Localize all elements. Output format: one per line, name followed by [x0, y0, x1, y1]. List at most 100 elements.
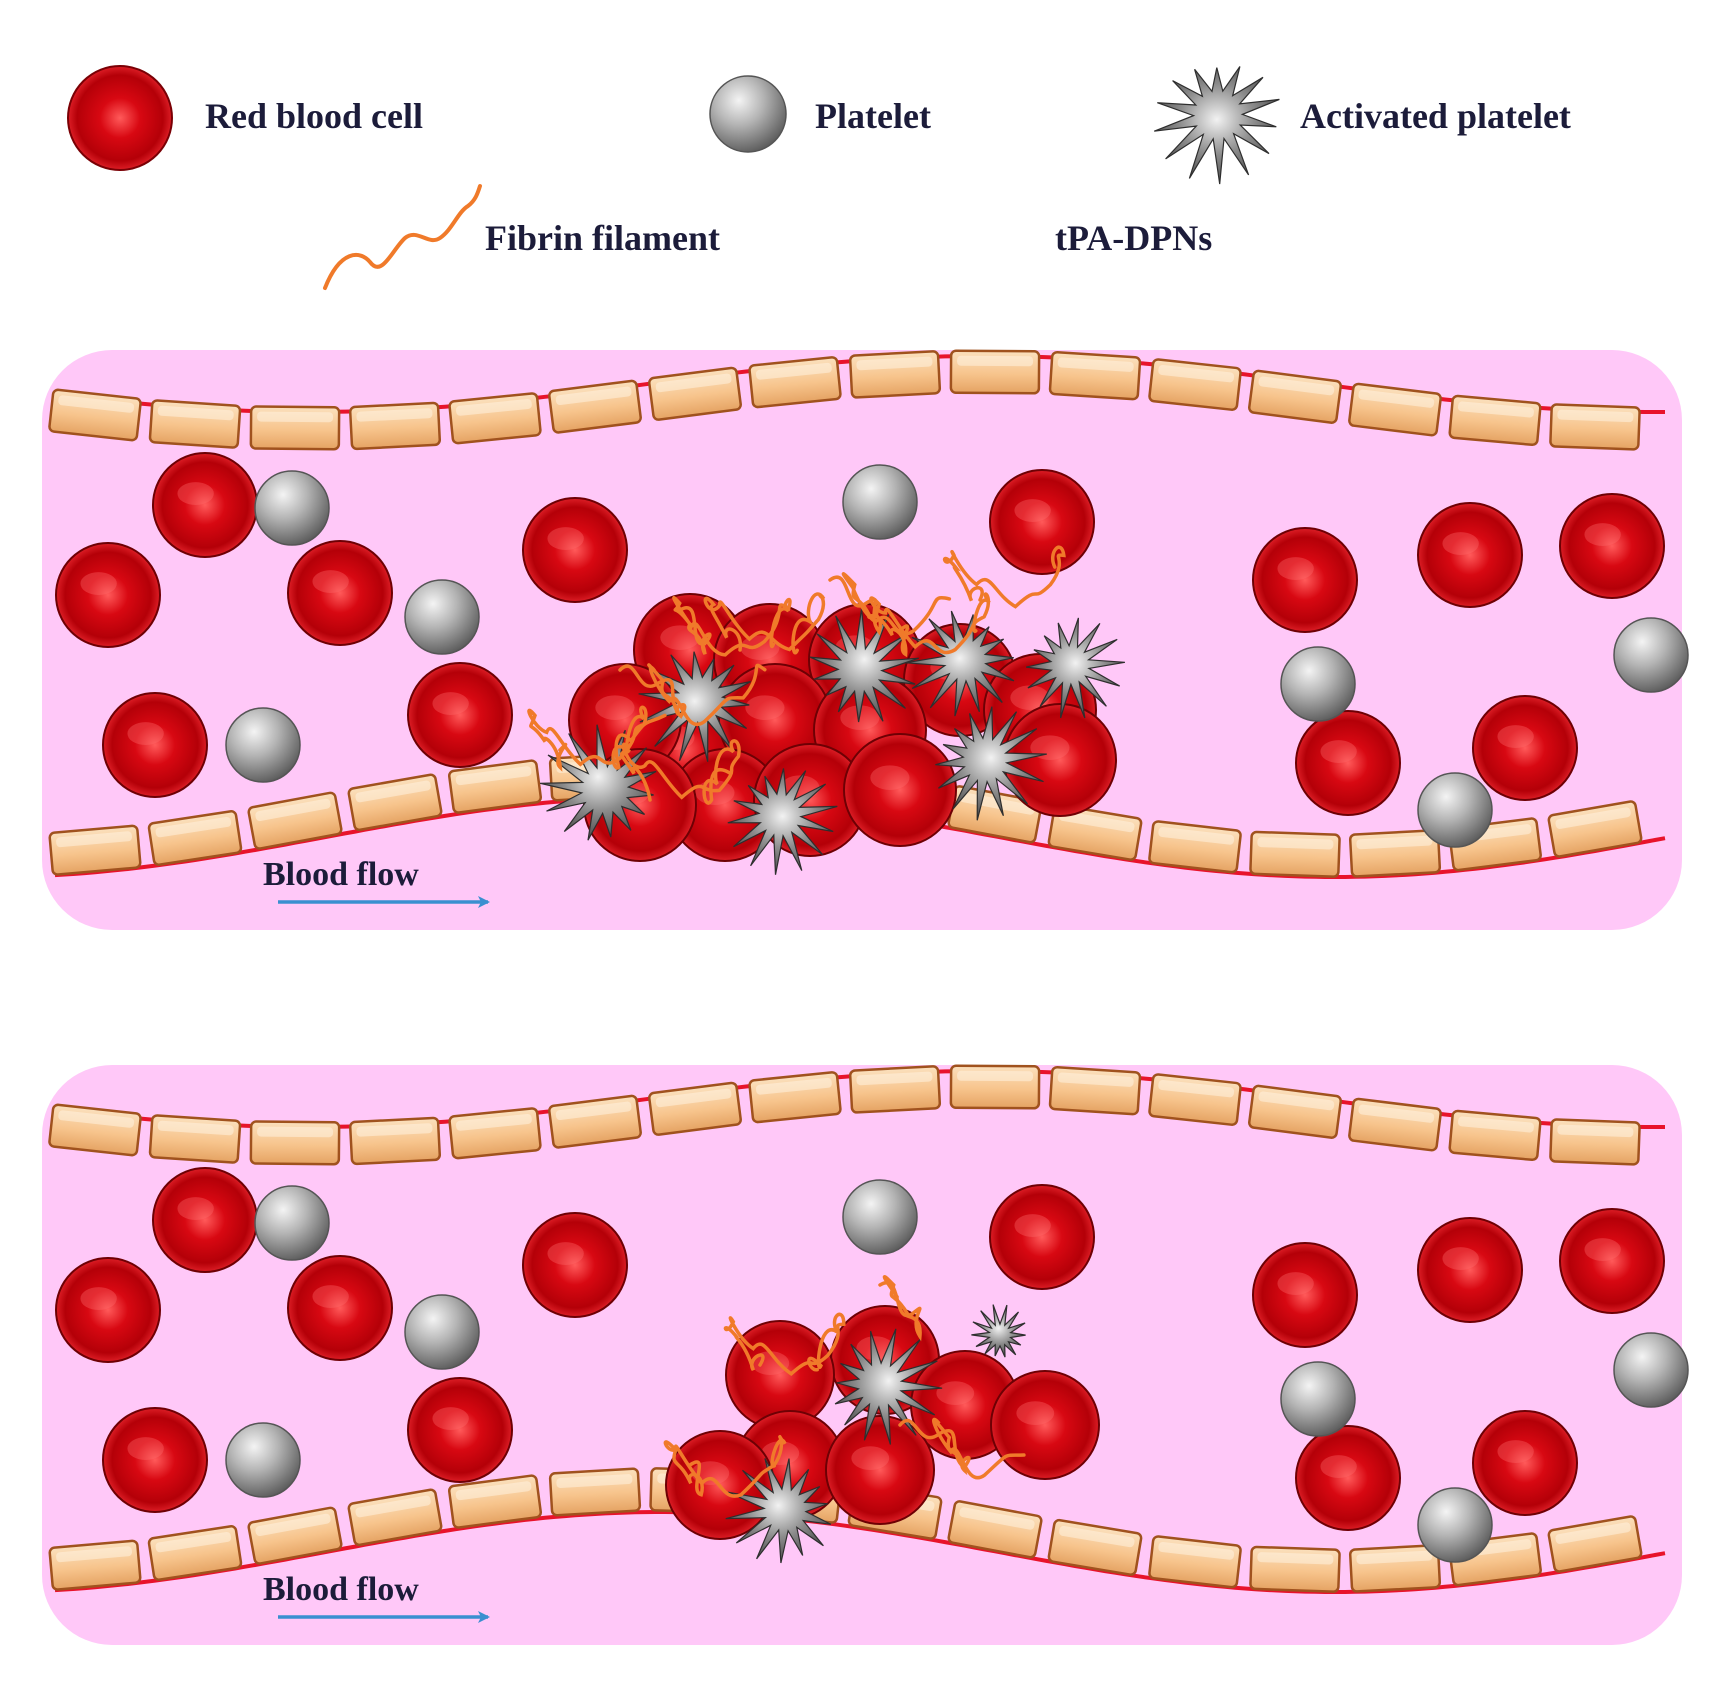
activated-platelet: [834, 1328, 943, 1445]
fibrin-filament: [869, 592, 991, 658]
endothelial-cell: [48, 1103, 142, 1157]
endothelial-cell: [447, 759, 543, 814]
platelet: [1280, 646, 1356, 722]
endothelial-cell: [1547, 1515, 1643, 1573]
activated-platelet: [539, 724, 657, 841]
endothelial-cell: [648, 1081, 742, 1136]
thrombus: [527, 545, 1126, 875]
red-blood-cell-icon: [67, 65, 173, 171]
fibrin-filament: [703, 592, 826, 655]
endothelial-cell: [48, 824, 142, 876]
endothelial-cell: [1248, 1084, 1342, 1139]
endothelial-cell: [1148, 820, 1242, 874]
endothelial-cell: [148, 399, 242, 449]
vessel-wall-top: [48, 1064, 1665, 1166]
activated-platelet: [905, 610, 1015, 717]
red-blood-cell: [55, 1257, 161, 1363]
endothelial-cell: [949, 349, 1041, 395]
fibrin-filament: [619, 739, 741, 805]
activated-platelet-icon: [1153, 66, 1280, 185]
legend-red-blood-cell-label: Red blood cell: [205, 96, 423, 136]
red-blood-cell: [152, 452, 258, 558]
platelet: [1613, 617, 1689, 693]
legend-activated-platelet-label: Activated platelet: [1300, 96, 1571, 136]
red-blood-cell: [55, 542, 161, 648]
endothelial-cell: [1348, 829, 1442, 878]
activated-platelet: [809, 608, 919, 723]
legend-fibrin-filament-label: Fibrin filament: [485, 218, 720, 258]
blood-flow-indicator: Blood flow: [263, 1571, 490, 1623]
endothelial-cell: [1547, 800, 1643, 858]
endothelial-cell: [1047, 1518, 1143, 1576]
endothelial-cell: [247, 1506, 343, 1565]
endothelial-cell: [1348, 1544, 1442, 1593]
red-blood-cell: [1559, 493, 1665, 599]
red-blood-cell: [1295, 710, 1401, 816]
red-blood-cell: [1295, 1425, 1401, 1531]
red-blood-cell: [152, 1167, 258, 1273]
platelet: [254, 470, 330, 546]
endothelial-cell: [347, 1488, 443, 1547]
platelet: [404, 579, 480, 655]
platelet-icon: [709, 75, 787, 153]
endothelial-cell: [1148, 1535, 1242, 1589]
endothelial-cell: [1549, 403, 1641, 451]
red-blood-cell: [1472, 695, 1578, 801]
legend-tpa-dpns: tPA-DPNs: [1055, 218, 1212, 258]
activated-platelet: [1153, 66, 1280, 185]
endothelial-cell: [1549, 1118, 1641, 1166]
endothelial-cell: [1348, 1097, 1442, 1152]
endothelial-cell: [848, 1065, 942, 1114]
legend-tpa-dpns-label: tPA-DPNs: [1055, 218, 1212, 258]
blood-cells: [55, 452, 1689, 848]
endothelial-cell: [1448, 394, 1542, 447]
red-blood-cell: [522, 1212, 628, 1318]
legend-platelet-label: Platelet: [815, 96, 931, 136]
endothelial-cell: [348, 401, 442, 451]
endothelial-cell: [1448, 1109, 1542, 1162]
red-blood-cell: [989, 1184, 1095, 1290]
activated-platelet: [971, 1304, 1026, 1358]
platelet: [404, 1294, 480, 1370]
red-blood-cell: [990, 1370, 1100, 1480]
endothelial-cell: [548, 379, 642, 434]
red-blood-cell: [1559, 1208, 1665, 1314]
red-blood-cell: [989, 469, 1095, 575]
vessel-wall-top: [48, 349, 1665, 451]
endothelial-cell: [1249, 830, 1341, 878]
endothelial-cell: [348, 1116, 442, 1166]
fibrin-filament: [942, 545, 1066, 609]
vessel-panel-after: Blood flow: [42, 1064, 1689, 1645]
fibrin-filament: [663, 1435, 787, 1498]
blood-cells: [55, 1167, 1689, 1563]
endothelial-cell: [347, 773, 443, 832]
endothelial-cell: [648, 366, 742, 421]
endothelial-cell: [448, 1107, 542, 1160]
fibrin-filament: [527, 705, 667, 772]
red-blood-cell: [287, 1255, 393, 1361]
fibrin-filament-icon: [323, 184, 482, 290]
endothelial-cell: [249, 1120, 341, 1166]
legend-red-blood-cell: Red blood cell: [67, 65, 423, 171]
fibrin-filament: [723, 1312, 846, 1377]
endothelial-cell: [548, 1467, 642, 1517]
fibrin-filament: [898, 1417, 1026, 1480]
platelet: [1280, 1361, 1356, 1437]
endothelial-cell: [147, 810, 243, 866]
endothelial-cell: [1249, 1545, 1341, 1593]
fibrin-filament: [618, 663, 767, 726]
red-blood-cell: [1252, 1242, 1358, 1348]
endothelial-cell: [448, 392, 542, 445]
red-blood-cell: [1472, 1410, 1578, 1516]
legend-fibrin-filament: Fibrin filament: [323, 184, 720, 290]
endothelial-cell: [48, 388, 142, 442]
activated-platelet: [725, 1458, 832, 1564]
platelet: [1417, 1487, 1493, 1563]
endothelial-cell: [949, 1064, 1041, 1110]
red-blood-cell: [825, 1415, 935, 1525]
platelet: [842, 1179, 918, 1255]
thrombus: [663, 1275, 1100, 1564]
platelet: [842, 464, 918, 540]
red-blood-cell: [407, 662, 513, 768]
